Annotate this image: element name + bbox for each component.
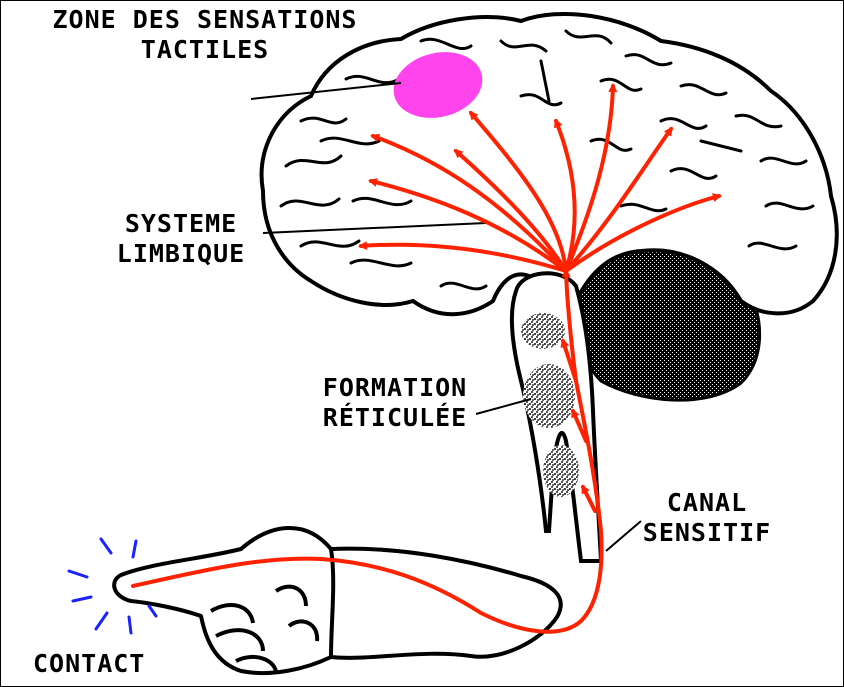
label-limbic-line1: SYSTEME <box>125 209 237 238</box>
label-contact: CONTACT <box>33 649 145 679</box>
label-tactile-zone-line2: TACTILES <box>141 35 269 64</box>
label-tactile-zone-line1: ZONE DES SENSATIONS <box>53 5 358 34</box>
label-canal-line2: SENSITIF <box>643 518 771 547</box>
label-limbic-line2: LIMBIQUE <box>117 239 245 268</box>
hand <box>114 528 333 673</box>
label-reticular-line1: FORMATION <box>323 373 467 402</box>
label-reticular-line2: RÉTICULÉE <box>323 403 467 432</box>
label-canal-line1: CANAL <box>667 488 747 517</box>
